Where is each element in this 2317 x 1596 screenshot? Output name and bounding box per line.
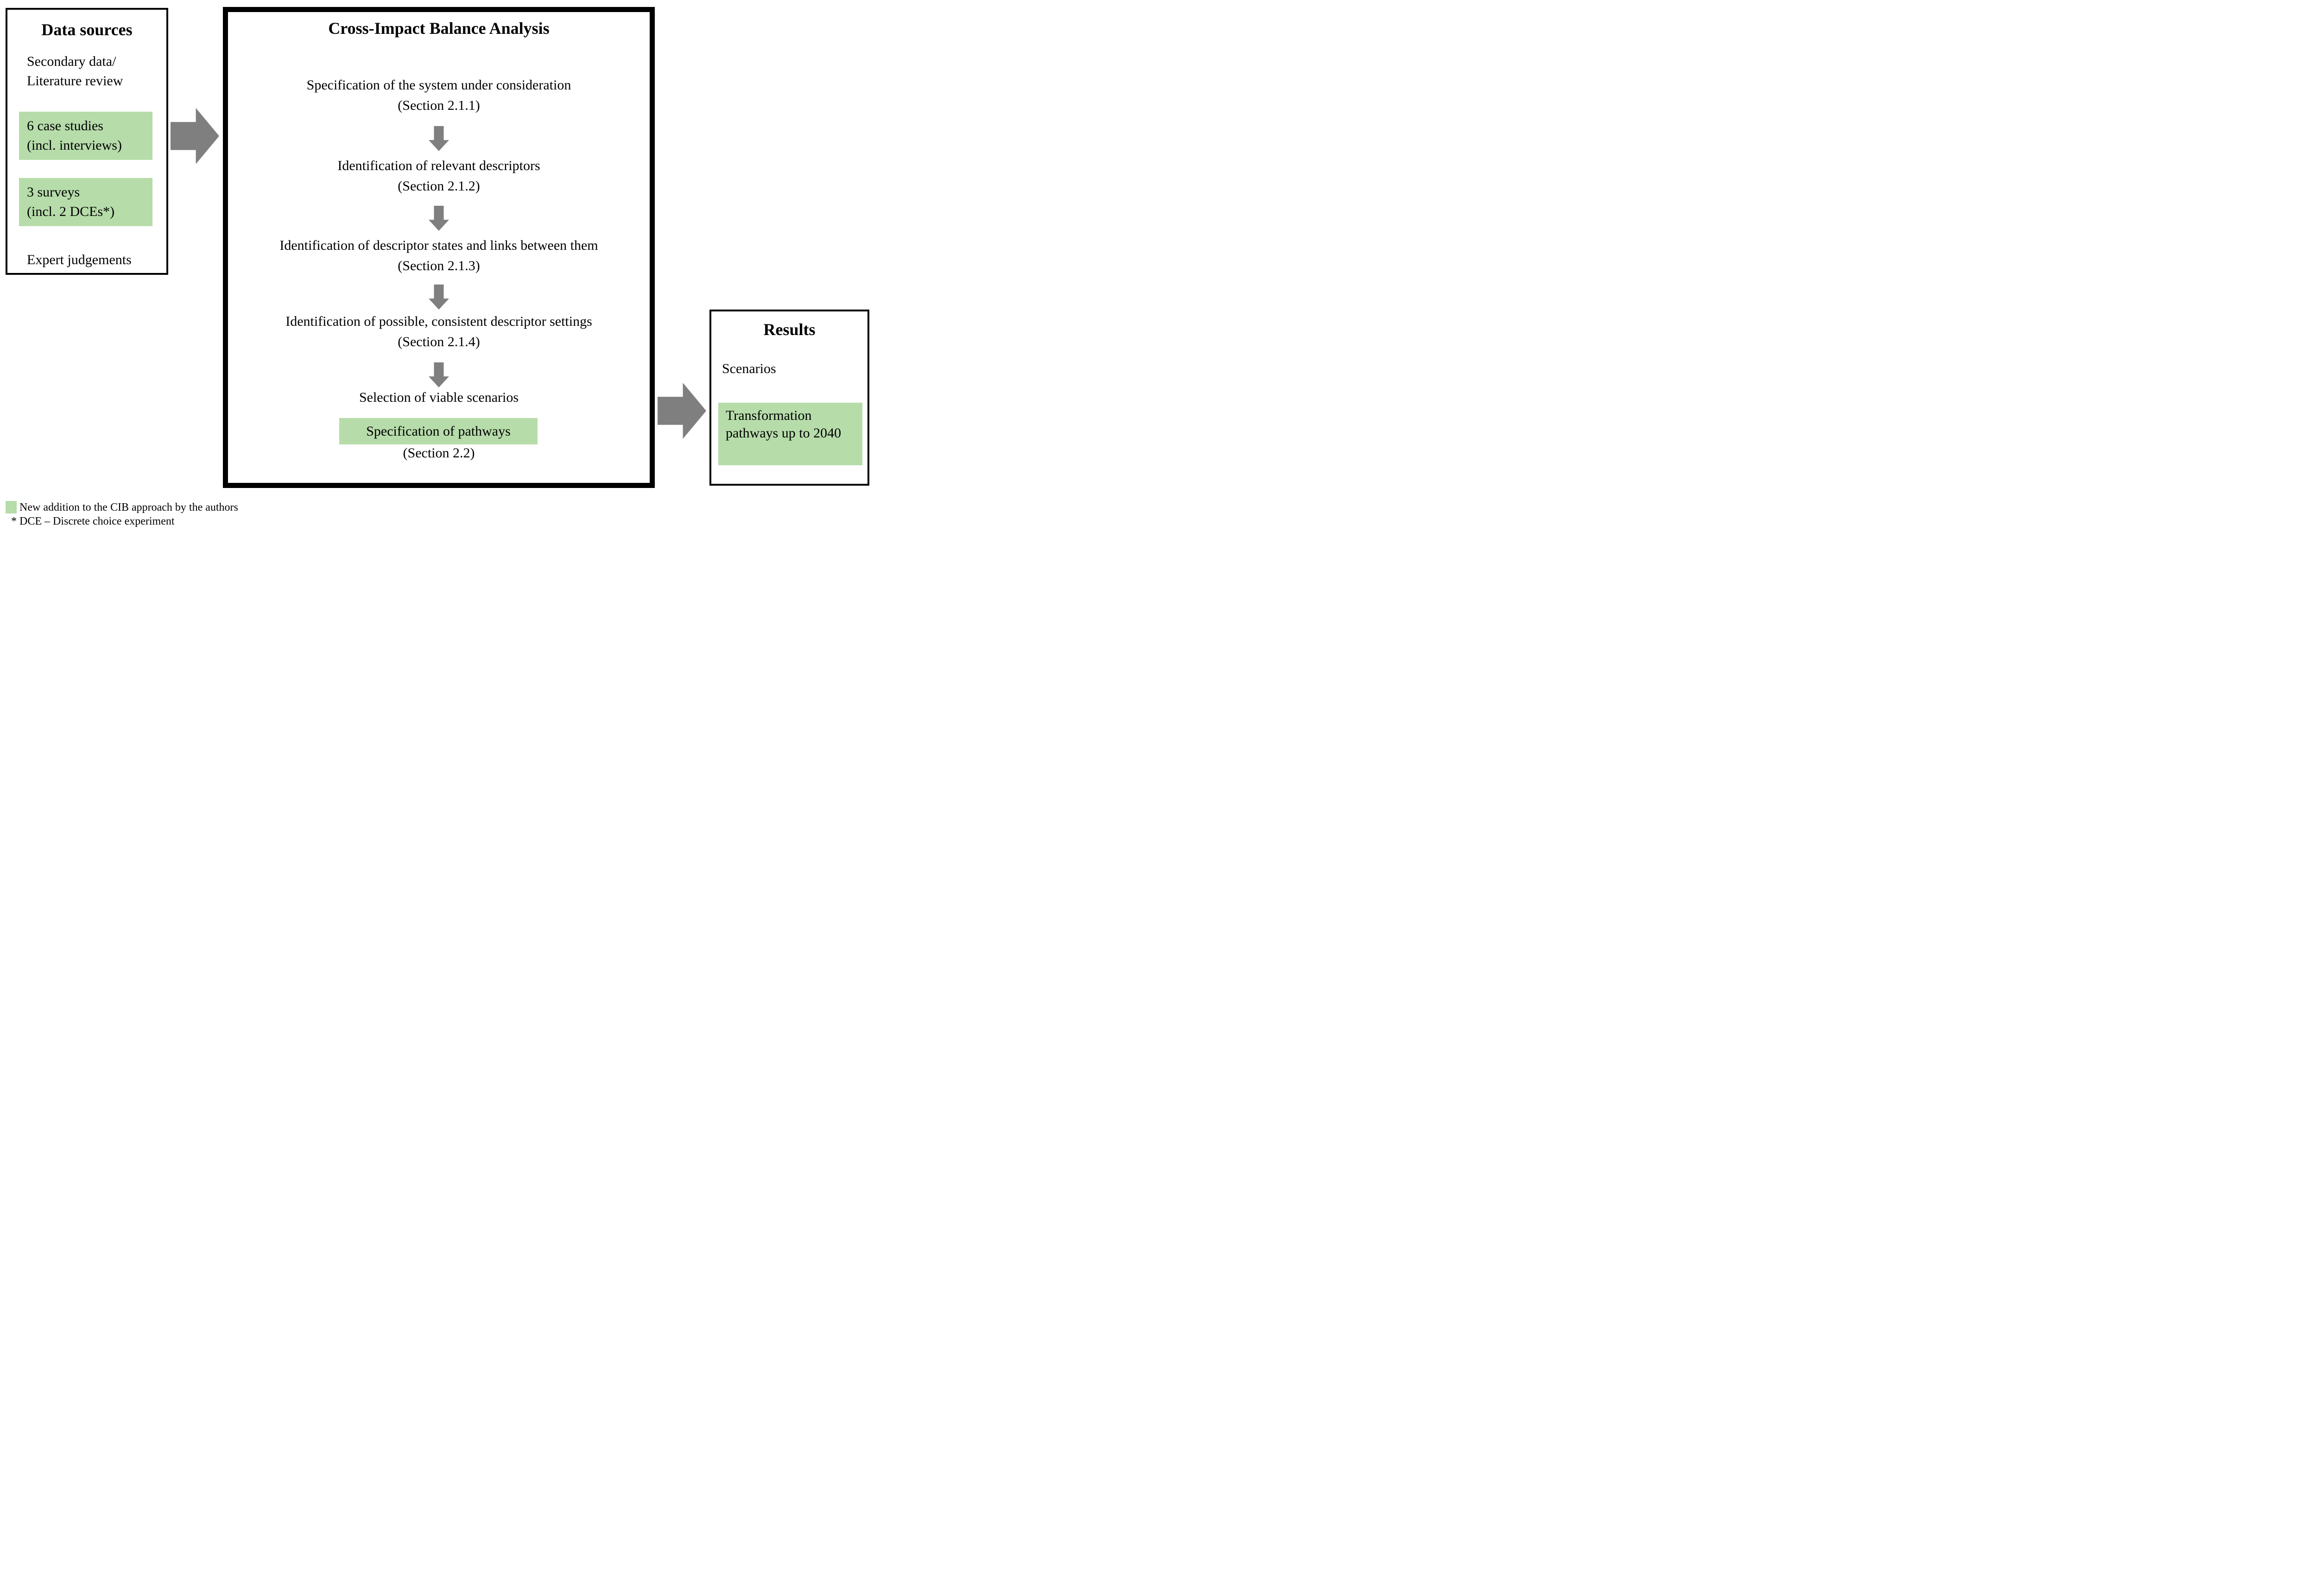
case-studies-green-box: 6 case studies (incl. interviews) (19, 112, 152, 160)
surveys-line1: 3 surveys (27, 184, 80, 200)
figure-canvas: Data sources Secondary data/ Literature … (0, 0, 880, 532)
results-title: Results (763, 320, 816, 339)
secondary-data-item: Secondary data/ Literature review (27, 52, 123, 91)
cib-down-arrow-2-icon (429, 206, 449, 231)
cib-to-results-arrow-icon (658, 383, 706, 439)
expert-judgements-item: Expert judgements (27, 252, 132, 267)
case-studies-line1: 6 case studies (27, 118, 103, 133)
cib-step-4-section: (Section 2.1.4) (398, 334, 480, 349)
results-box: Results Scenarios Transformation pathway… (709, 310, 869, 486)
secondary-data-line2: Literature review (27, 73, 123, 89)
cib-down-arrow-1-icon (429, 126, 449, 151)
cib-step-2-text: Identification of relevant descriptors (337, 158, 540, 173)
data-sources-to-cib-arrow-icon (171, 108, 219, 164)
cib-step-4: Identification of possible, consistent d… (228, 311, 650, 352)
dce-footnote: * DCE – Discrete choice experiment (11, 515, 175, 527)
cib-pathways-green-box: Specification of pathways (339, 418, 538, 444)
cib-step-3-text: Identification of descriptor states and … (279, 238, 598, 253)
legend-green-swatch-icon (6, 501, 17, 513)
cib-step-3: Identification of descriptor states and … (228, 235, 650, 276)
cib-step-1-text: Specification of the system under consid… (306, 77, 571, 93)
cib-title: Cross-Impact Balance Analysis (328, 19, 550, 38)
cib-step-3-section: (Section 2.1.3) (398, 258, 480, 273)
cib-section-2-2-label: (Section 2.2) (403, 445, 475, 461)
cib-step-2: Identification of relevant descriptors (… (228, 156, 650, 196)
cib-box: Cross-Impact Balance Analysis Specificat… (223, 7, 655, 488)
legend-note: New addition to the CIB approach by the … (19, 501, 238, 513)
transformation-green-box: Transformation pathways up to 2040 (718, 403, 862, 465)
case-studies-line2: (incl. interviews) (27, 138, 122, 153)
cib-down-arrow-3-icon (429, 285, 449, 310)
cib-step-4-text: Identification of possible, consistent d… (285, 314, 592, 329)
data-sources-title: Data sources (41, 20, 133, 39)
scenarios-item: Scenarios (722, 361, 776, 376)
cib-step-1-section: (Section 2.1.1) (398, 98, 480, 113)
data-sources-box: Data sources Secondary data/ Literature … (6, 8, 168, 275)
cib-selection-item: Selection of viable scenarios (359, 390, 519, 405)
cib-step-1: Specification of the system under consid… (228, 75, 650, 116)
surveys-green-box: 3 surveys (incl. 2 DCEs*) (19, 178, 152, 226)
surveys-line2: (incl. 2 DCEs*) (27, 204, 115, 219)
secondary-data-line1: Secondary data/ (27, 54, 116, 69)
cib-down-arrow-4-icon (429, 362, 449, 387)
cib-step-2-section: (Section 2.1.2) (398, 178, 480, 194)
